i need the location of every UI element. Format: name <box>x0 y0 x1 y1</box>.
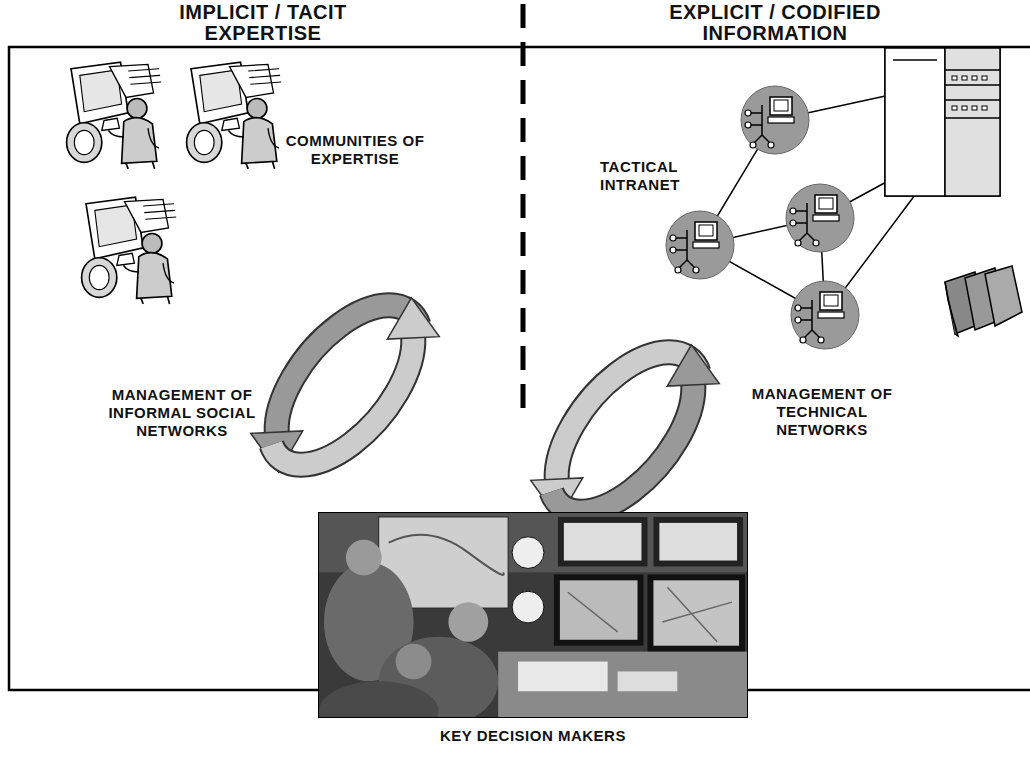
computer-node <box>666 211 734 279</box>
cycle-arrows <box>246 280 444 490</box>
books-icon <box>945 266 1022 336</box>
command-post-photo <box>319 513 747 717</box>
process-label: MANAGEMENT OF TECHNICAL NETWORKS <box>750 385 895 439</box>
column-heading: EXPLICIT / CODIFIED INFORMATION <box>625 2 925 44</box>
workstation-clipart <box>67 62 162 169</box>
server-cabinet <box>885 48 1000 196</box>
computer-node <box>786 184 854 252</box>
divider-line <box>521 4 526 410</box>
computer-node <box>791 281 859 349</box>
workstation-clipart <box>82 197 177 304</box>
group-label: COMMUNITIES OF EXPERTISE <box>283 132 428 168</box>
workstation-clipart <box>187 62 282 169</box>
cycle-arrows <box>526 327 724 537</box>
process-label: MANAGEMENT OF INFORMAL SOCIAL NETWORKS <box>105 386 260 440</box>
computer-node <box>741 86 809 154</box>
column-heading: IMPLICIT / TACIT EXPERTISE <box>123 2 403 44</box>
photo-box: KEY DECISION MAKERS <box>318 512 748 718</box>
node-caption: KEY DECISION MAKERS <box>279 727 787 744</box>
frame <box>9 47 1030 690</box>
network-label: TACTICAL INTRANET <box>600 158 700 194</box>
